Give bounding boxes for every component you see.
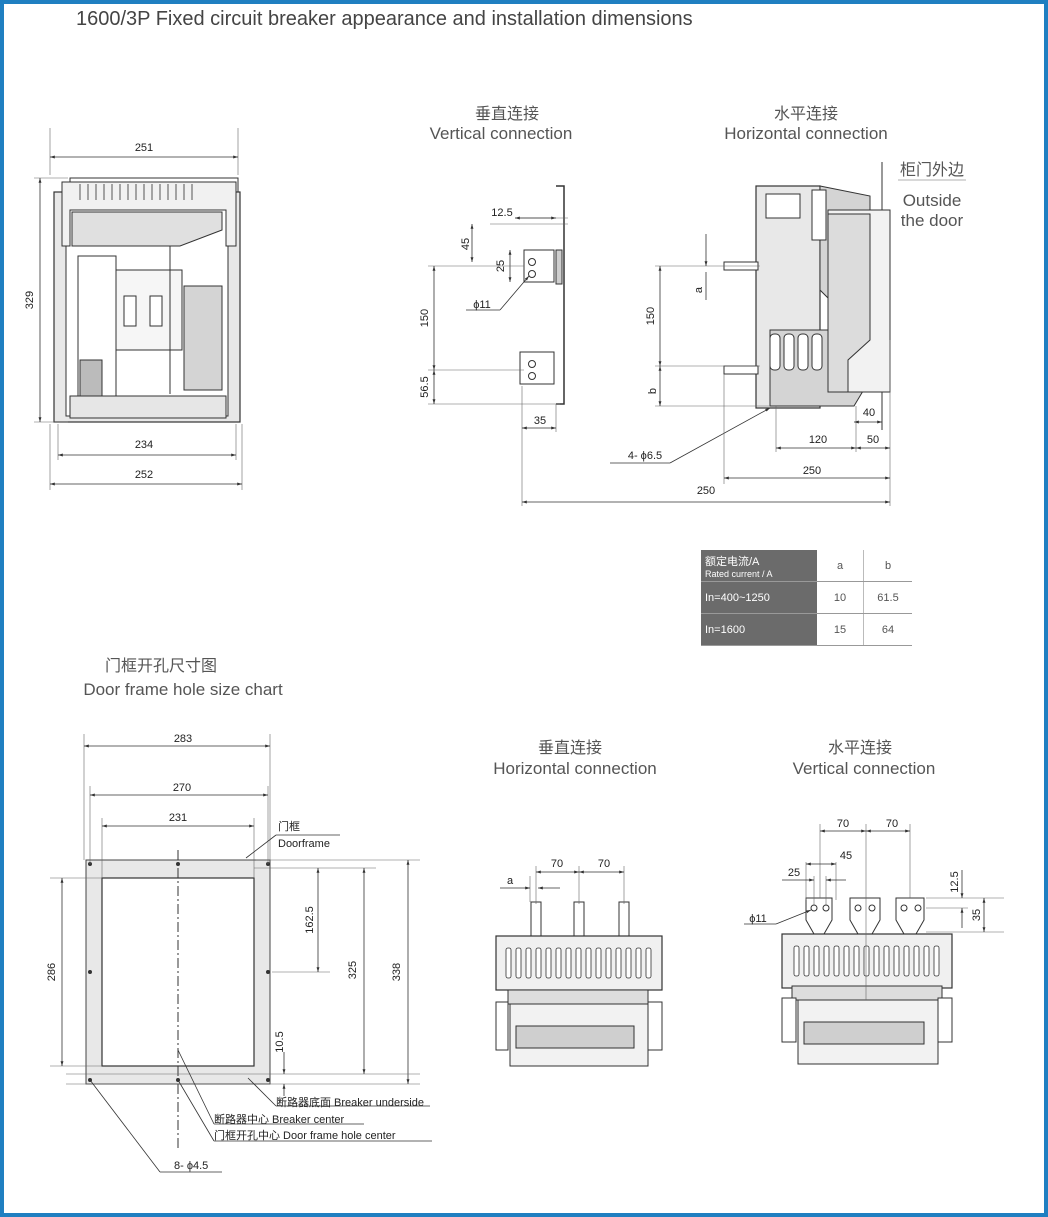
bv-title-cn: 垂直连接 — [538, 739, 602, 757]
df-doorframe-en: Doorframe — [278, 838, 330, 850]
hc-title-cn: 水平连接 — [774, 105, 838, 123]
df-dim-283: 283 — [174, 733, 192, 745]
vertical-connection-side: 垂直连接 Vertical connection 12.5 45 25 ϕ11 … — [419, 105, 572, 506]
table-row: 额定电流/A Rated current / A a b — [701, 550, 912, 582]
bh-dim-35: 35 — [971, 909, 983, 921]
vc-dim-35: 35 — [534, 415, 546, 427]
hc-door-en-2: the door — [901, 211, 964, 230]
table-row: In=400~1250 10 61.5 — [701, 581, 912, 614]
bv-dim-70a: 70 — [551, 858, 563, 870]
df-note-underside: 断路器底面 Breaker underside — [276, 1095, 424, 1109]
df-title-cn: 门框开孔尺寸图 — [105, 657, 217, 675]
vc-title-cn: 垂直连接 — [475, 105, 539, 123]
bh-title-cn: 水平连接 — [828, 739, 892, 757]
page-title: 1600/3P Fixed circuit breaker appearance… — [76, 8, 693, 30]
row-b-value: 64 — [863, 613, 912, 646]
hc-dim-a: a — [693, 286, 705, 293]
df-note-hole-center: 门框开孔中心 Door frame hole center — [214, 1128, 396, 1142]
bh-dim-25: 25 — [788, 867, 800, 879]
col-b-header: b — [863, 550, 912, 582]
bottom-horizontal-view: 水平连接 Vertical connection — [744, 739, 1004, 1065]
door-frame-view: 门框开孔尺寸图 Door frame hole size chart 283 2… — [46, 657, 432, 1173]
rated-header-cn: 额定电流/A — [705, 555, 760, 568]
bh-dim-12-5: 12.5 — [949, 871, 961, 892]
row-label: In=400~1250 — [701, 581, 817, 614]
front-dim-inner-width: 234 — [57, 424, 237, 460]
hc-dim-250a: 250 — [803, 465, 821, 477]
table-row: In=1600 15 64 — [701, 613, 912, 646]
hc-dim-40: 40 — [863, 407, 875, 419]
df-dim-338: 338 — [391, 963, 403, 981]
bv-title-en: Horizontal connection — [493, 759, 656, 778]
dim-329: 329 — [24, 291, 36, 309]
df-dim-325: 325 — [347, 961, 359, 979]
dim-251: 251 — [135, 142, 153, 154]
df-dim-231: 231 — [169, 812, 187, 824]
front-dim-height: 329 — [24, 177, 68, 423]
bh-dim-45: 45 — [840, 850, 852, 862]
rated-header-cell: 额定电流/A Rated current / A — [701, 550, 817, 582]
df-dim-270: 270 — [173, 782, 191, 794]
vc-title-en: Vertical connection — [430, 124, 573, 143]
df-dim-286: 286 — [46, 963, 58, 981]
vc-dim-150: 150 — [419, 309, 431, 327]
bh-dim-hole: ϕ11 — [749, 913, 767, 925]
hc-dim-b: b — [647, 388, 659, 394]
bottom-vertical-view: 垂直连接 Horizontal connection 70 70 — [493, 739, 663, 1067]
df-dim-162-5: 162.5 — [304, 906, 316, 934]
vc-bracket — [519, 185, 565, 405]
vc-dim-56-5: 56.5 — [419, 376, 431, 397]
df-title-en: Door frame hole size chart — [83, 680, 283, 699]
vc-dim-12-5: 12.5 — [491, 207, 512, 219]
rated-header-en: Rated current / A — [705, 568, 773, 579]
row-label: In=1600 — [701, 613, 817, 646]
row-a-value: 10 — [817, 581, 864, 614]
df-doorframe-cn: 门框 — [278, 819, 300, 833]
vc-dim-45: 45 — [460, 238, 472, 250]
rated-current-table: 额定电流/A Rated current / A a b In=400~1250… — [701, 550, 912, 646]
hc-door-cn: 柜门外边 — [900, 161, 964, 179]
row-a-value: 15 — [817, 613, 864, 646]
bh-dim-70b: 70 — [886, 818, 898, 830]
dim-252: 252 — [135, 469, 153, 481]
df-dim-10-5: 10.5 — [274, 1031, 286, 1052]
front-breaker-body — [53, 177, 241, 423]
bv-dim-a: a — [507, 875, 514, 887]
horizontal-connection-side: 水平连接 Horizontal connection 柜门外边 Outside … — [522, 105, 966, 506]
dim-234: 234 — [135, 439, 153, 451]
hc-dim-150: 150 — [645, 307, 657, 325]
hc-dim-120: 120 — [809, 434, 827, 446]
hc-dim-50: 50 — [867, 434, 879, 446]
row-b-value: 61.5 — [863, 581, 912, 614]
col-a-header: a — [817, 550, 864, 582]
bh-title-en: Vertical connection — [793, 759, 936, 778]
front-dim-bottom-width: 252 — [49, 424, 243, 490]
bv-dim-70b: 70 — [598, 858, 610, 870]
df-dim-holes: 8- ϕ4.5 — [174, 1160, 208, 1172]
df-note-center: 断路器中心 Breaker center — [214, 1112, 345, 1126]
bh-dim-70a: 70 — [837, 818, 849, 830]
hc-title-en: Horizontal connection — [724, 124, 887, 143]
vc-dim-hole: ϕ11 — [473, 299, 491, 311]
front-view: 251 329 234 252 — [24, 128, 243, 490]
hc-breaker-body — [723, 185, 891, 409]
hc-dim-holes: 4- ϕ6.5 — [628, 450, 662, 462]
hc-door-en-1: Outside — [903, 191, 962, 210]
front-dim-top-width: 251 — [49, 128, 239, 175]
hc-dim-250b: 250 — [697, 485, 715, 497]
